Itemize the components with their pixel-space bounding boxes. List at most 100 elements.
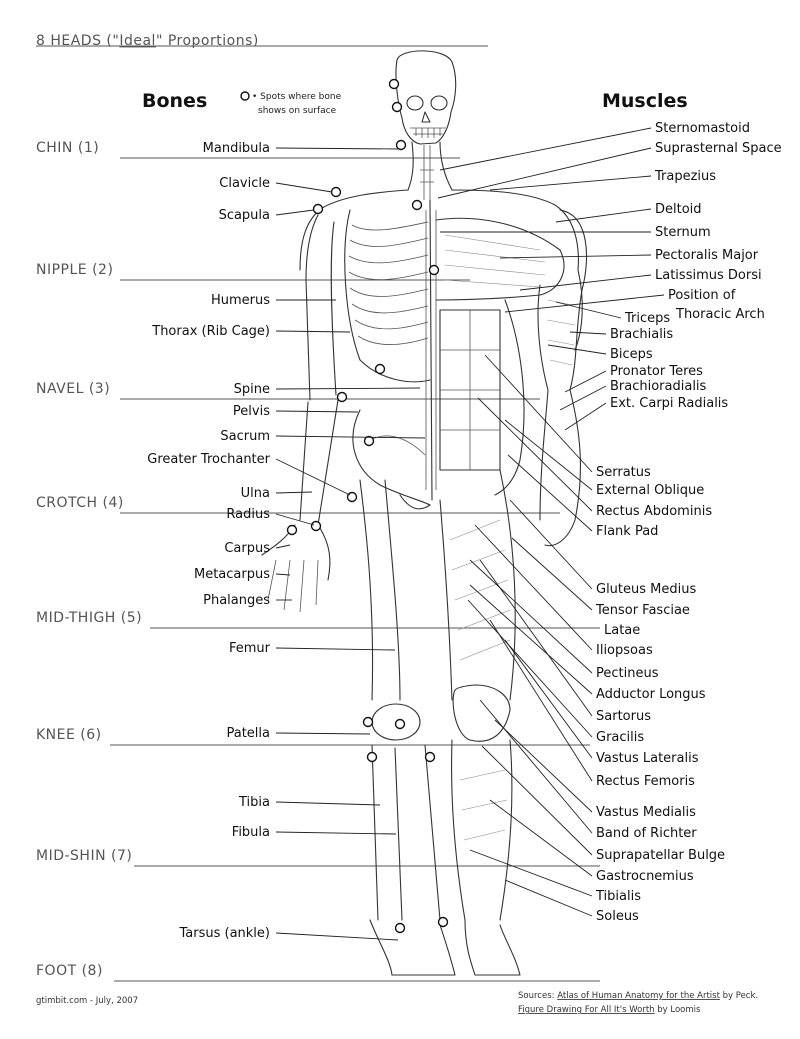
- muscle-label: Deltoid: [655, 202, 702, 217]
- level-label: CHIN (1): [36, 140, 99, 156]
- spot-sternal-notch: [411, 199, 423, 211]
- bone-label: Spine: [234, 382, 270, 397]
- spot-elbow: [336, 391, 348, 403]
- muscle-leader-line: [564, 370, 607, 393]
- muscle-label: Triceps: [624, 311, 670, 326]
- bone-leader-line: [275, 209, 315, 216]
- bone-label: Clavicle: [219, 176, 270, 191]
- bone-label: Scapula: [219, 208, 270, 223]
- level-label: MID-SHIN (7): [36, 848, 132, 864]
- muscle-leader-line: [559, 385, 607, 411]
- muscle-label: Rectus Femoris: [596, 774, 695, 789]
- muscle-label: Iliopsoas: [596, 643, 653, 658]
- bone-leader-line: [275, 410, 359, 413]
- muscle-leader-line: [504, 879, 593, 917]
- muscle-leader-line: [467, 599, 593, 738]
- bone-label: Radius: [226, 507, 270, 522]
- bone-label: Metacarpus: [194, 567, 270, 582]
- muscle-leader-line: [437, 147, 652, 199]
- level-label: NAVEL (3): [36, 381, 110, 397]
- muscle-label: Pronator Teres: [610, 364, 703, 379]
- level-label: NIPPLE (2): [36, 262, 113, 278]
- muscle-label: External Oblique: [596, 483, 704, 498]
- muscle-label: Serratus: [596, 465, 651, 480]
- muscle-leader-line: [519, 274, 652, 291]
- sources-line-1: Sources: Atlas of Human Anatomy for the …: [518, 991, 758, 1001]
- level-label: CROTCH (4): [36, 495, 124, 511]
- muscle-label: Gracilis: [596, 730, 644, 745]
- muscle-label: Sartorus: [596, 709, 651, 724]
- muscle-leader-line: [569, 331, 607, 335]
- muscle-label: Soleus: [596, 909, 639, 924]
- muscle-label: Suprapatellar Bulge: [596, 848, 725, 863]
- bone-leader-line: [275, 932, 399, 941]
- muscle-label: Latissimus Dorsi: [655, 268, 762, 283]
- level-label: FOOT (8): [36, 963, 103, 979]
- sources-line-2: Figure Drawing For All It's Worth by Loo…: [518, 1005, 701, 1015]
- bone-leader-line: [275, 732, 371, 735]
- legend-line-2: shows on surface: [258, 106, 337, 116]
- spot-zygomatic: [391, 101, 403, 113]
- level-label: MID-THIGH (5): [36, 610, 142, 626]
- muscle-leader-line: [494, 719, 593, 813]
- figure-sketch: [261, 50, 588, 976]
- muscle-leader-line: [489, 619, 593, 782]
- muscle-leader-line: [474, 524, 593, 651]
- muscle-label: Gastrocnemius: [596, 869, 694, 884]
- spot-femur-condyle: [362, 716, 374, 728]
- bone-leader-line: [275, 330, 351, 333]
- spot-acromion: [312, 203, 324, 215]
- muscle-label: Rectus Abdominis: [596, 504, 712, 519]
- spot-tibia-tuberosity: [424, 751, 436, 763]
- muscle-label: Adductor Longus: [596, 687, 706, 702]
- muscle-label: Trapezius: [654, 169, 716, 184]
- bone-label: Patella: [226, 726, 270, 741]
- muscle-leader-line: [479, 559, 593, 717]
- bone-leader-line: [275, 573, 291, 576]
- muscle-leader-line: [511, 537, 593, 611]
- spot-radius-styloid: [286, 524, 298, 536]
- muscle-leader-line: [555, 208, 652, 223]
- bone-leader-line: [275, 147, 399, 150]
- bone-label: Sacrum: [220, 429, 270, 444]
- muscle-leader-line: [555, 301, 622, 319]
- muscle-leader-line: [469, 849, 593, 897]
- spot-rib: [374, 363, 386, 375]
- muscles-header: Muscles: [602, 90, 688, 112]
- legend-line-1: • Spots where bone: [252, 92, 342, 102]
- bone-label: Greater Trochanter: [147, 452, 270, 467]
- muscle-leader-line: [489, 799, 593, 877]
- muscle-label: Pectoralis Major: [655, 248, 759, 263]
- muscle-leader-line: [439, 127, 652, 171]
- bone-label: Carpus: [224, 541, 270, 556]
- spot-fibula-head: [366, 751, 378, 763]
- bone-label: Humerus: [211, 293, 270, 308]
- muscle-leader-line: [547, 344, 607, 355]
- muscle-label: Thoracic Arch: [675, 307, 765, 322]
- spot-sternum: [428, 264, 440, 276]
- muscle-leader-line: [469, 559, 593, 674]
- spot-medial-malleolus: [437, 916, 449, 928]
- muscle-label: Tensor Fasciae: [595, 603, 690, 618]
- bone-surface-spots: [286, 78, 449, 934]
- bone-leader-line: [275, 831, 397, 835]
- spot-greater-trochanter: [346, 491, 358, 503]
- muscle-leader-line: [484, 354, 593, 473]
- spot-skull: [388, 78, 400, 90]
- muscle-label: Sternum: [655, 225, 711, 240]
- spot-lateral-malleolus: [394, 922, 406, 934]
- muscle-leader-line: [564, 402, 607, 431]
- page-title: 8 HEADS ("Ideal" Proportions): [36, 33, 259, 49]
- bone-leader-line: [275, 647, 396, 651]
- muscle-label: Vastus Medialis: [596, 805, 696, 820]
- spot-patella: [394, 718, 406, 730]
- muscle-label: Brachioradialis: [610, 379, 707, 394]
- credit-line: gtimbit.com - July, 2007: [36, 996, 138, 1006]
- bone-leader-line: [275, 544, 291, 549]
- spot-mandible: [395, 139, 407, 151]
- legend-spot-icon: [240, 91, 250, 101]
- muscle-leader-line: [499, 254, 652, 259]
